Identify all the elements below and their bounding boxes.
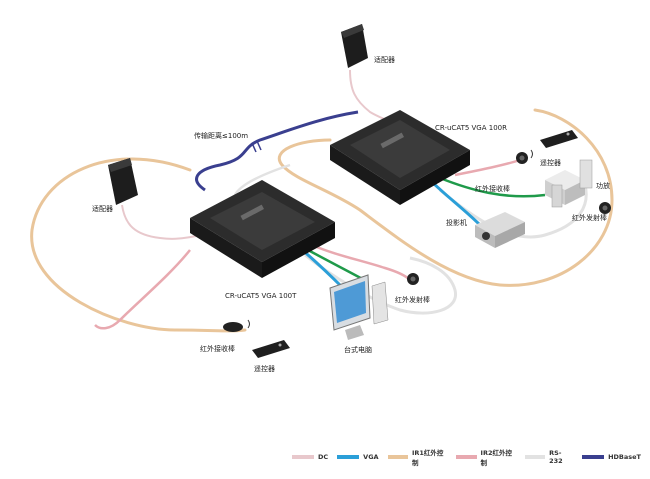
desktop-pc bbox=[329, 274, 389, 340]
label-ir-emitter-mid: 红外发射棒 bbox=[395, 296, 430, 304]
label-transmitter-model: CR-uCAT5 VGA 100T bbox=[225, 292, 297, 300]
legend-label: DC bbox=[318, 453, 329, 461]
label-ir-receiver-right: 红外接收棒 bbox=[475, 185, 510, 193]
cable-legend: DC VGA IR1红外控制 IR2红外控制 RS-232 HDBaseT bbox=[292, 447, 650, 467]
label-ir-emitter-right: 红外发射棒 bbox=[572, 214, 607, 222]
legend-label: RS-232 bbox=[549, 449, 563, 465]
cable-break-mark bbox=[251, 140, 262, 153]
legend-swatch bbox=[524, 455, 546, 459]
legend-item-ir2: IR2红外控制 bbox=[456, 447, 516, 467]
legend-swatch bbox=[582, 455, 605, 459]
ir-emitter-mid bbox=[407, 273, 419, 285]
dc-cable-left bbox=[121, 204, 197, 240]
legend-swatch bbox=[292, 455, 314, 459]
transmitter-unit bbox=[190, 180, 335, 278]
legend-item-rs232: RS-232 bbox=[524, 449, 573, 465]
ir-emitter-right bbox=[599, 202, 611, 214]
label-adapter-left: 适配器 bbox=[92, 205, 113, 213]
label-ir-receiver-left: 红外接收棒 bbox=[200, 345, 235, 353]
legend-label: HDBaseT bbox=[608, 453, 641, 461]
ir-receiver-right bbox=[516, 149, 533, 164]
rs232-cable-link bbox=[233, 163, 291, 196]
legend-item-hdbaset: HDBaseT bbox=[582, 453, 641, 461]
label-remote-right: 遥控器 bbox=[540, 159, 561, 167]
power-adapter-top bbox=[341, 24, 368, 68]
ir-receiver-left bbox=[223, 319, 250, 332]
amplifier bbox=[545, 159, 593, 208]
legend-item-vga: VGA bbox=[337, 453, 379, 461]
power-adapter-left bbox=[108, 158, 138, 205]
legend-label: IR1红外控制 bbox=[411, 449, 444, 467]
ir1-cable-right-loop bbox=[278, 108, 614, 287]
label-receiver-model: CR-uCAT5 VGA 100R bbox=[435, 124, 507, 132]
label-amplifier: 功放 bbox=[596, 182, 610, 190]
audio-cable-right bbox=[439, 176, 546, 198]
legend-swatch bbox=[456, 455, 477, 459]
hdbaset-cable bbox=[195, 110, 359, 192]
label-desktop-pc: 台式电脑 bbox=[344, 346, 372, 354]
ir2-cable-left bbox=[94, 249, 191, 330]
ir1-cable-left-loop bbox=[30, 157, 247, 333]
legend-swatch bbox=[387, 455, 408, 459]
legend-label: VGA bbox=[363, 453, 379, 461]
receiver-unit bbox=[330, 110, 470, 205]
ir2-cable-right bbox=[454, 158, 521, 177]
ir2-cable-mid bbox=[311, 243, 411, 281]
projector bbox=[475, 212, 525, 248]
legend-item-ir1: IR1红外控制 bbox=[387, 447, 448, 467]
remote-left bbox=[252, 340, 290, 358]
label-adapter-top: 适配器 bbox=[374, 56, 395, 64]
legend-item-dc: DC bbox=[292, 453, 328, 461]
label-distance: 传输距离≤100m bbox=[194, 132, 249, 140]
label-remote-left: 遥控器 bbox=[254, 365, 275, 373]
remote-right bbox=[540, 130, 578, 148]
legend-label: IR2红外控制 bbox=[480, 449, 512, 467]
label-projector: 投影机 bbox=[446, 219, 467, 227]
legend-swatch bbox=[337, 455, 360, 459]
